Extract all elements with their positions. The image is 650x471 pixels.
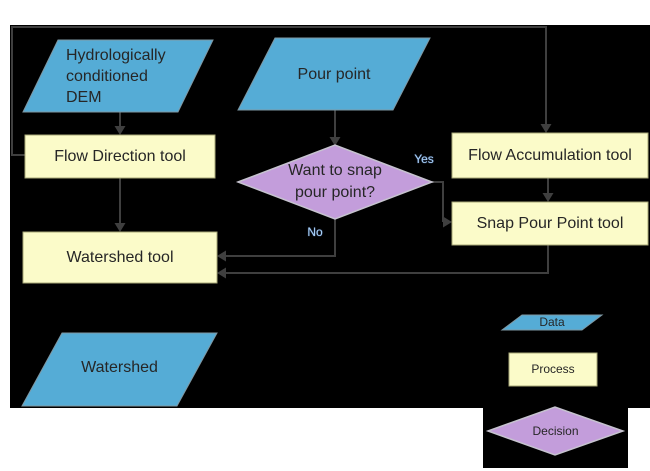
edge-decision-yes-to-snappourpoint	[430, 181, 444, 222]
node-pour-point-parallelogram	[237, 37, 431, 111]
arrowhead-icon	[542, 193, 554, 202]
edge-flowdirection-to-flowaccumulation	[11, 26, 547, 156]
edge-snappourpoint-to-watershedtool	[226, 245, 549, 274]
arrowhead-icon	[329, 137, 341, 146]
arrowhead-icon	[217, 267, 226, 279]
arrowhead-icon	[114, 223, 126, 232]
node-watershed-tool-rect	[22, 231, 218, 284]
arrowhead-icon	[443, 216, 452, 228]
node-flow-accumulation-rect	[451, 132, 649, 179]
arrowhead-icon	[114, 126, 126, 135]
arrowhead-icon	[217, 250, 226, 262]
edge-decision-no-to-watershedtool	[226, 219, 336, 257]
node-snap-pour-point-rect	[451, 201, 649, 246]
node-decision-diamond	[235, 144, 435, 220]
legend-decision-diamond	[485, 406, 626, 456]
legend-data-parallelogram	[500, 314, 604, 331]
node-dem-parallelogram	[22, 39, 214, 113]
node-watershed-parallelogram	[21, 332, 218, 407]
arrowhead-icon	[540, 124, 552, 133]
legend-process-rect	[508, 352, 598, 387]
node-flow-direction-rect	[24, 134, 216, 179]
